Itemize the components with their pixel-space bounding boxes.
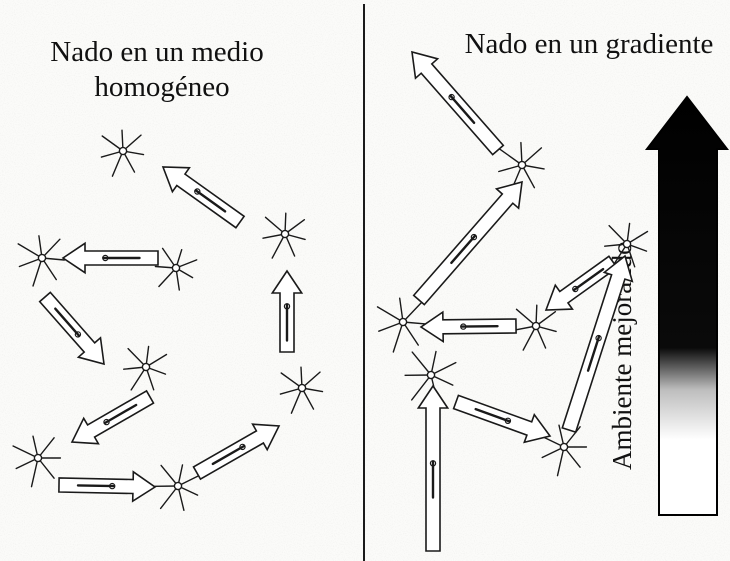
bacterium-icon [76, 484, 116, 488]
tumble-bacterium-icon [513, 304, 557, 351]
bacterium-icon [572, 267, 605, 292]
run-arrow [416, 384, 450, 552]
bacterium-icon [194, 189, 227, 213]
run-arrow [58, 470, 157, 503]
left-title-line1: Nado en un medio [50, 36, 263, 68]
bacterium-icon [474, 407, 511, 423]
tumble-bacterium-icon [100, 129, 145, 177]
bacterium-icon [103, 403, 138, 425]
tumble-bacterium-icon [122, 345, 168, 391]
run-arrow [452, 394, 552, 444]
tumble-bacterium-icon [154, 247, 198, 291]
run-arrow [561, 254, 634, 434]
run-arrow [61, 241, 159, 275]
run-arrow [161, 166, 246, 229]
left-title-line2: homogéneo [94, 71, 229, 103]
right-title: Nado en un gradiente [465, 28, 714, 60]
run-arrow [70, 389, 155, 445]
improving-environment-arrow [644, 95, 730, 516]
tumble-bacterium-icon [376, 297, 428, 353]
tumble-bacterium-icon [17, 235, 66, 287]
run-arrow [270, 269, 304, 353]
bacterium-icon [449, 94, 476, 125]
run-arrow [419, 310, 517, 343]
tumble-bacterium-icon [279, 366, 324, 414]
run-arrow [192, 423, 281, 481]
bacterium-icon [54, 307, 81, 337]
tumble-bacterium-icon [262, 212, 306, 259]
run-arrow [412, 180, 523, 306]
tumble-bacterium-icon [12, 435, 62, 488]
tumble-bacterium-icon [153, 464, 202, 511]
tumble-and-run-elements [12, 50, 649, 552]
bacterium-icon [450, 234, 477, 264]
run-arrow [38, 291, 105, 366]
bacterium-icon [586, 335, 601, 372]
tumble-bacterium-icon [538, 424, 588, 477]
run-arrow [411, 50, 505, 156]
bacterium-icon [211, 444, 246, 466]
